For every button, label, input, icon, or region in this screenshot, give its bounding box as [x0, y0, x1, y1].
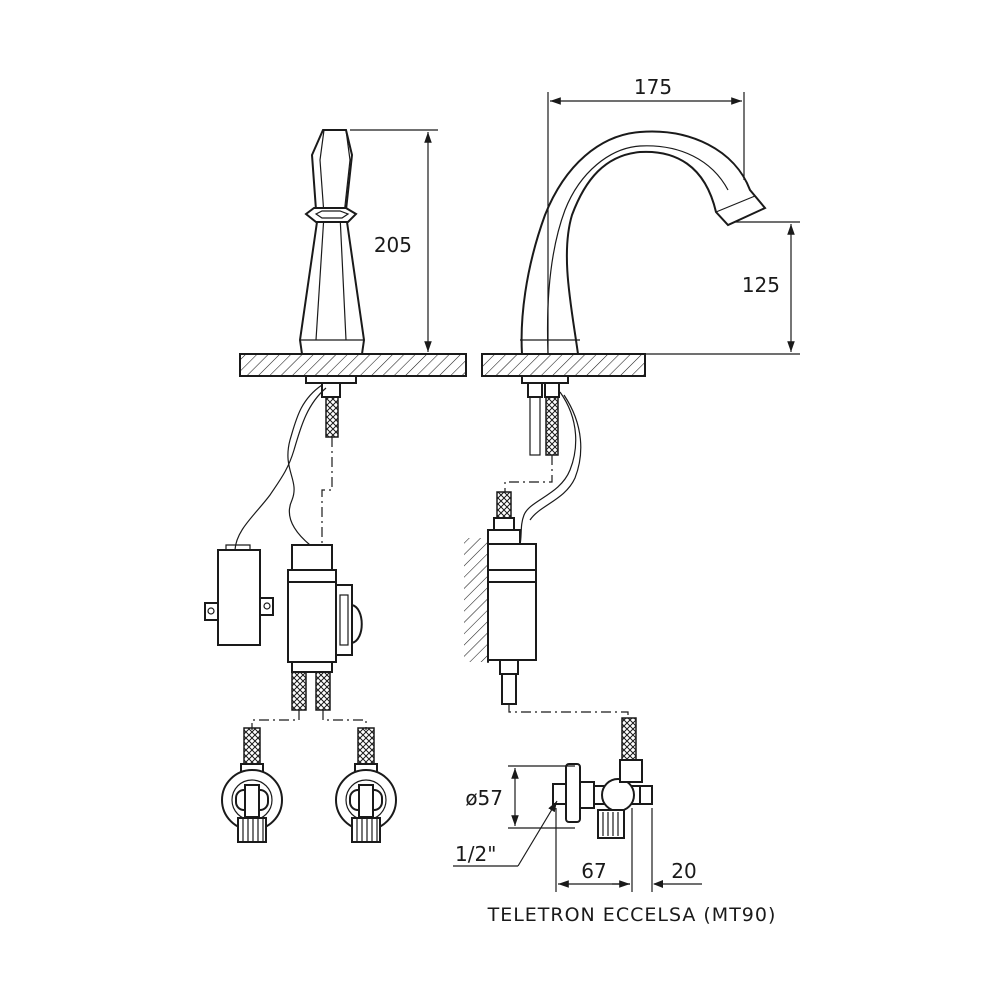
front-hose-right [315, 671, 331, 711]
side-gooseneck-spout [520, 130, 767, 355]
dim-label-205: 205 [374, 233, 412, 257]
dim-label-20: 20 [671, 859, 696, 883]
side-wall [464, 538, 488, 662]
side-shank-nut-left [527, 382, 543, 398]
side-solenoid-valve [487, 491, 537, 705]
dim-label-175: 175 [634, 75, 672, 99]
front-flex-hose-top [325, 396, 339, 438]
side-sensor-cable-2 [529, 394, 582, 521]
thread-leader: 1/2" [453, 800, 558, 867]
front-sensor-cable [287, 384, 323, 546]
dimension-valve-diameter: ø57 [465, 765, 575, 829]
dim-label-125: 125 [742, 273, 780, 297]
side-angle-valve [552, 759, 653, 839]
side-flex-hose [545, 396, 559, 456]
front-faucet-body [299, 129, 365, 355]
front-angle-valve-right [335, 727, 397, 843]
front-shank-nut [321, 382, 341, 398]
side-view: 175 125 ø57 1/2" 67 [453, 75, 800, 892]
front-view: 205 [204, 129, 467, 843]
dimension-valve-depth: 67 20 [555, 808, 702, 892]
front-control-cable [234, 387, 327, 551]
dimension-side-spout-height: 125 [645, 221, 800, 355]
front-angle-valve-left [221, 727, 283, 843]
side-countertop [481, 353, 646, 377]
front-countertop [239, 353, 467, 377]
dimension-side-reach: 175 [547, 75, 745, 354]
dim-label-67: 67 [581, 859, 606, 883]
dim-label-diameter: ø57 [465, 786, 503, 810]
dimension-front-height: 205 [350, 129, 438, 352]
front-shank-plate [305, 375, 357, 384]
front-solenoid-valve [287, 544, 363, 673]
thread-size-label: 1/2" [455, 842, 496, 866]
side-tail-pipe [529, 396, 541, 456]
side-sensor-cable [519, 391, 577, 546]
side-shank-plate [521, 375, 569, 384]
front-control-box [204, 544, 274, 646]
front-hose-left [291, 671, 307, 711]
side-shank-nut-right [544, 382, 560, 398]
drawing-caption: TELETRON ECCELSA (MT90) [487, 904, 777, 926]
side-hose-to-valve [621, 717, 637, 761]
